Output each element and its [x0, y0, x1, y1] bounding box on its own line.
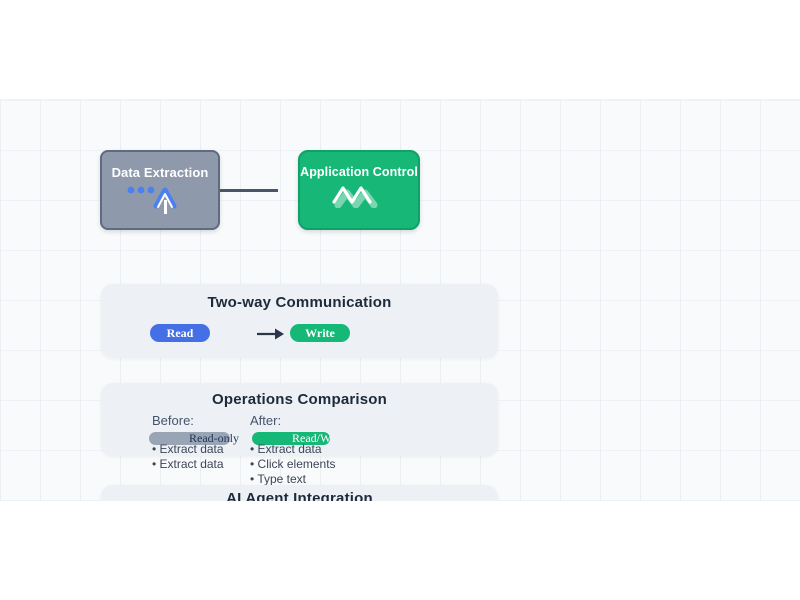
write-badge: Write: [290, 324, 350, 342]
list-item: • Extract data: [250, 442, 322, 456]
read-write-badge-label: Read/Write: [292, 432, 330, 445]
arrow-right-icon: [256, 327, 286, 341]
read-only-badge-label: Read-only: [189, 431, 239, 445]
card-title: Two-way Communication: [207, 294, 392, 311]
node-application-control: Application Control: [298, 150, 420, 230]
read-write-badge: Read/Write: [252, 432, 330, 445]
list-item: • Type text: [250, 472, 307, 486]
card-two-way-communication: Two-way Communication Read Write: [101, 284, 498, 358]
card-title: AI Agent Integration: [226, 490, 373, 501]
after-items-list: • Extract data • Click elements • Type t…: [250, 442, 336, 487]
read-only-badge: [149, 432, 230, 445]
node-data-extraction: Data Extraction: [100, 150, 220, 230]
before-label: Before:: [152, 413, 194, 428]
list-item: • Extract data: [152, 457, 224, 471]
node-label: Application Control: [300, 165, 418, 179]
diagram-canvas: Data Extraction Application Control Two-…: [0, 99, 800, 501]
waveform-icon: [326, 182, 396, 213]
card-title: Operations Comparison: [211, 391, 388, 408]
list-item: • Click elements: [250, 457, 336, 471]
typing-cursor-icon: [122, 180, 198, 221]
read-badge: Read: [150, 324, 210, 342]
flow-connector-line: [220, 189, 278, 192]
card-ai-agent-integration: AI Agent Integration: [101, 485, 498, 501]
after-label: After:: [250, 413, 282, 428]
card-operations-comparison: Operations Comparison Before: After: Rea…: [101, 383, 498, 486]
list-item: • Extract data: [152, 442, 224, 456]
node-label: Data Extraction: [111, 165, 209, 180]
before-items-list: • Extract data • Extract data: [152, 442, 224, 472]
